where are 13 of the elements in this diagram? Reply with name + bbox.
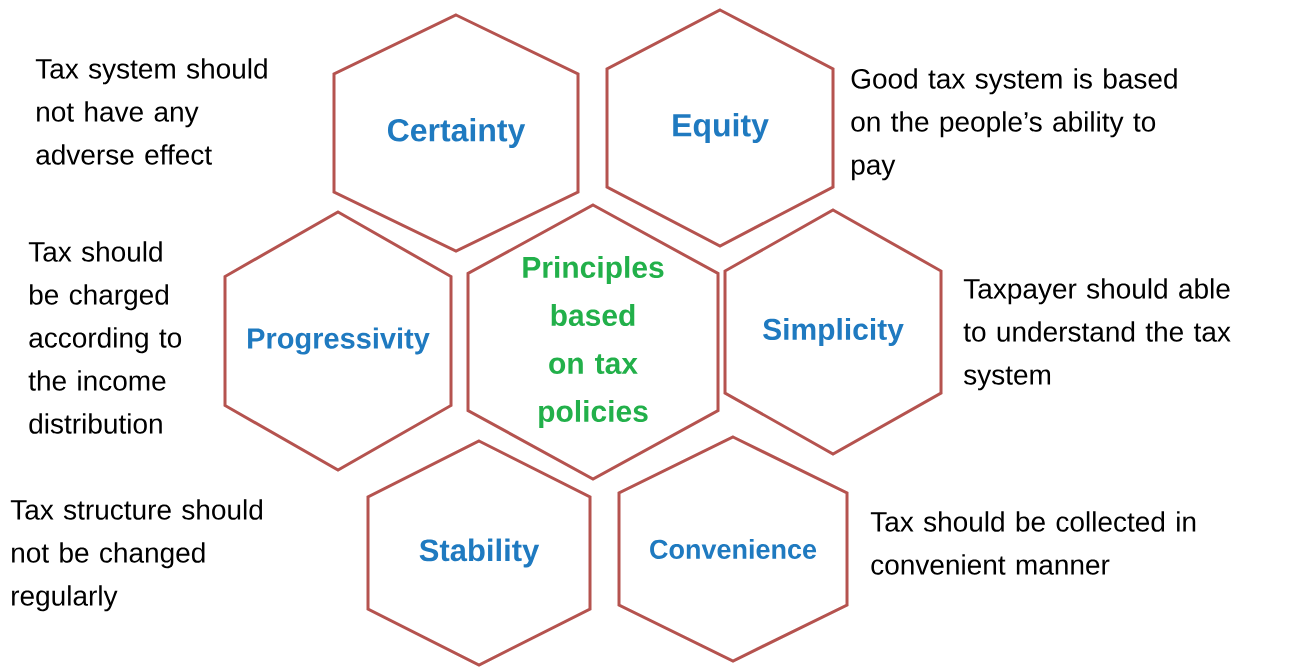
hexagon: Convenience <box>617 435 849 663</box>
description-text: Taxpayer should able to understand the tax system <box>963 278 1231 391</box>
hexagon: Progressivity <box>223 210 453 472</box>
hexagon: Equity <box>605 8 835 248</box>
hexagon: Simplicity <box>723 208 943 456</box>
description-text: Good tax system is based on the people’s ability to pay <box>851 68 1177 181</box>
description-text: Tax structure should not be changed regularly <box>10 499 263 612</box>
description-text: Tax should be charged according to the income distribution <box>28 241 182 434</box>
hexagon: Principles based on tax policies <box>466 203 720 481</box>
hexagon: Certainty <box>332 13 580 253</box>
hexagon: Stability <box>366 439 592 667</box>
description-text: Tax system should not have any adverse effect <box>35 58 267 165</box>
description-text: Tax should be collected in convenient manner <box>870 511 1196 575</box>
